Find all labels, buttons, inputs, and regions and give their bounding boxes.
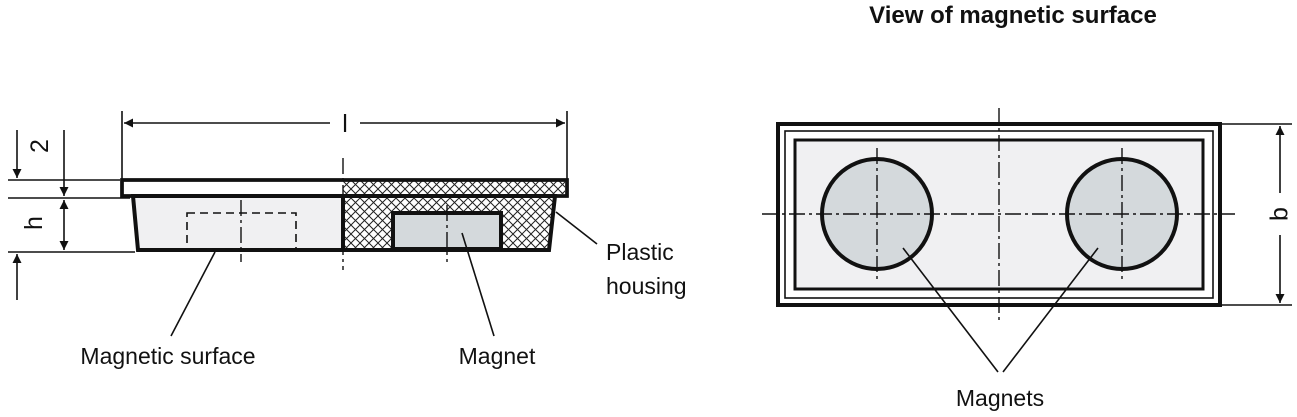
top-plate-hatched [343, 181, 565, 194]
magnet-label: Magnet [459, 343, 536, 369]
width-dimension: b [1222, 123, 1294, 306]
magnetic-surface-label: Magnetic surface [80, 343, 255, 369]
height-label: h [20, 216, 48, 230]
plastic-label: Plastic [606, 239, 674, 265]
recess-label: 2 [26, 139, 54, 153]
length-dimension: l [121, 110, 568, 180]
length-label: l [342, 110, 348, 138]
side-section-view: l 2 h [8, 110, 687, 369]
height-dimension: 2 h [8, 130, 135, 300]
magnetic-surface-view: View of magnetic surface b Magnets [762, 2, 1294, 411]
housing-label: housing [606, 273, 687, 299]
magnets-label: Magnets [956, 385, 1044, 411]
width-label: b [1266, 207, 1294, 221]
housing-body-left [130, 194, 345, 252]
view-title: View of magnetic surface [869, 2, 1157, 29]
